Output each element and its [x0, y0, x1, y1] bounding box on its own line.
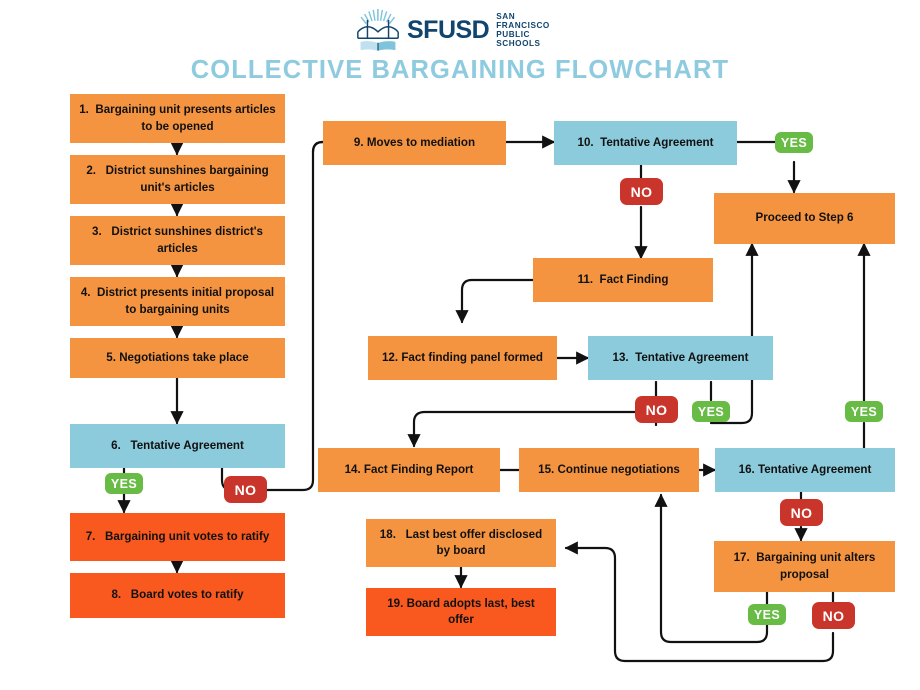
node-12-num: 12.	[381, 350, 399, 364]
badge-yes-from-16[interactable]: YES	[845, 401, 883, 422]
node-2-text: District sunshines bargaining unit's art…	[105, 164, 269, 194]
node-16-num: 16.	[738, 462, 755, 476]
page-title: COLLECTIVE BARGAINING FLOWCHART	[190, 56, 730, 84]
node-18-num: 18.	[379, 527, 396, 541]
node-3-text: District sunshines district's articles	[111, 225, 263, 255]
badge-yes-from-17[interactable]: YES	[748, 604, 786, 625]
node-7-num: 7.	[85, 529, 96, 543]
node-8-num: 8.	[111, 588, 122, 602]
node-4[interactable]: 4. District presents initial proposal to…	[70, 277, 285, 326]
node-15-text: Continue negotiations	[557, 462, 680, 476]
node-1-num: 1.	[79, 103, 89, 117]
node-16-text: Tentative Agreement	[757, 462, 872, 476]
node-9-text: Moves to mediation	[366, 135, 476, 149]
node-6-num: 6.	[111, 438, 121, 452]
logo-wordmark: SFUSD	[407, 15, 490, 44]
node-12[interactable]: 12. Fact finding panel formed	[368, 336, 557, 380]
node-19[interactable]: 19. Board adopts last, best offer	[366, 588, 556, 636]
node-19-text: Board adopts last, best offer	[406, 596, 535, 626]
node-17-num: 17.	[733, 551, 750, 565]
logo-subtext-line2: PUBLIC SCHOOLS	[496, 30, 541, 49]
logo-subtext: SAN FRANCISCO PUBLIC SCHOOLS	[496, 12, 570, 49]
node-10-num: 10.	[577, 135, 594, 149]
node-17[interactable]: 17. Bargaining unit alters proposal	[714, 541, 895, 592]
node-6-text: Tentative Agreement	[130, 438, 244, 452]
node-3[interactable]: 3. District sunshines district's article…	[70, 216, 285, 265]
node-15-num: 15.	[538, 462, 555, 476]
badge-no-from-17[interactable]: NO	[812, 602, 855, 629]
node-13-text: Tentative Agreement	[635, 350, 749, 364]
node-13-num: 13.	[612, 350, 629, 364]
node-2[interactable]: 2. District sunshines bargaining unit's …	[70, 155, 285, 204]
node-10-text: Tentative Agreement	[600, 135, 714, 149]
node-12-text: Fact finding panel formed	[401, 350, 544, 364]
badge-no-from-13[interactable]: NO	[635, 396, 678, 423]
badge-no-from-10[interactable]: NO	[620, 178, 663, 205]
badge-yes-from-6[interactable]: YES	[105, 473, 143, 494]
badge-no-from-16[interactable]: NO	[780, 499, 823, 526]
node-2-num: 2.	[86, 164, 96, 178]
node-5[interactable]: 5. Negotiations take place	[70, 338, 285, 378]
node-14-text: Fact Finding Report	[363, 462, 474, 476]
node-5-text: Negotiations take place	[119, 350, 249, 364]
node-11-num: 11.	[577, 272, 594, 286]
node-17-text: Bargaining unit alters proposal	[756, 551, 876, 581]
node-14[interactable]: 14. Fact Finding Report	[318, 448, 500, 492]
sfusd-logo: SFUSD SAN FRANCISCO PUBLIC SCHOOLS	[355, 8, 570, 52]
node-1[interactable]: 1. Bargaining unit presents articles to …	[70, 94, 285, 143]
node-14-num: 14.	[344, 462, 361, 476]
node-6[interactable]: 6. Tentative Agreement	[70, 424, 285, 468]
node-13[interactable]: 13. Tentative Agreement	[588, 336, 773, 380]
node-16[interactable]: 16. Tentative Agreement	[715, 448, 895, 492]
badge-no-from-6[interactable]: NO	[224, 476, 267, 503]
node-11-text: Fact Finding	[599, 272, 669, 286]
badge-yes-from-10[interactable]: YES	[775, 132, 813, 153]
node-5-num: 5.	[106, 350, 116, 364]
node-proceed-to-step-6[interactable]: Proceed to Step 6	[714, 193, 895, 244]
node-7[interactable]: 7. Bargaining unit votes to ratify	[70, 513, 285, 561]
node-11[interactable]: 11. Fact Finding	[533, 258, 713, 302]
node-19-num: 19.	[387, 596, 404, 610]
node-1-text: Bargaining unit presents articles to be …	[95, 103, 276, 133]
node-18[interactable]: 18. Last best offer disclosed by board	[366, 519, 556, 567]
logo-subtext-line1: SAN FRANCISCO	[496, 11, 550, 30]
badge-yes-from-13[interactable]: YES	[692, 401, 730, 422]
node-18-text: Last best offer disclosed by board	[405, 527, 543, 557]
node-4-num: 4.	[80, 286, 91, 300]
node-4-text: District presents initial proposal to ba…	[96, 286, 275, 316]
sfusd-bridge-sunrise-icon	[357, 8, 399, 51]
node-10[interactable]: 10. Tentative Agreement	[554, 121, 737, 165]
node-15[interactable]: 15. Continue negotiations	[519, 448, 699, 492]
node-8[interactable]: 8. Board votes to ratify	[70, 573, 285, 618]
node-7-text: Bargaining unit votes to ratify	[105, 529, 270, 543]
node-9-num: 9.	[353, 135, 364, 149]
node-8-text: Board votes to ratify	[130, 588, 244, 602]
node-proceed-to-step-6-text: Proceed to Step 6	[755, 211, 854, 225]
node-9[interactable]: 9. Moves to mediation	[323, 121, 506, 165]
node-3-num: 3.	[92, 225, 102, 239]
